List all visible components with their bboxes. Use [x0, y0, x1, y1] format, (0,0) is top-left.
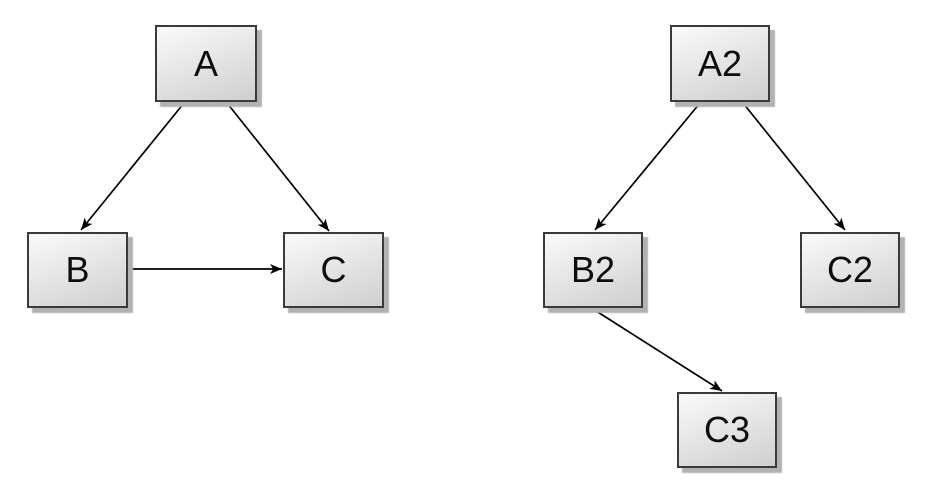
- node-label: C2: [826, 249, 874, 290]
- node-B[interactable]: B: [27, 232, 128, 308]
- node-label: B2: [570, 249, 616, 290]
- node-label: C3: [703, 409, 751, 450]
- edge-A-B: [80, 102, 185, 231]
- node-label: C: [320, 249, 347, 290]
- edge-A2-B2: [594, 102, 701, 231]
- edge-A-C: [226, 102, 330, 232]
- node-label: A: [193, 42, 218, 84]
- node-B2[interactable]: B2: [543, 232, 643, 308]
- node-C[interactable]: C: [283, 232, 384, 308]
- node-A[interactable]: A: [155, 25, 257, 102]
- node-C3[interactable]: C3: [677, 392, 777, 468]
- node-A2[interactable]: A2: [670, 25, 770, 102]
- node-C2[interactable]: C2: [800, 232, 900, 308]
- node-label: A2: [697, 42, 743, 84]
- edge-A2-C2: [742, 102, 846, 231]
- edge-B2-C3: [592, 308, 723, 392]
- node-label: B: [65, 249, 90, 290]
